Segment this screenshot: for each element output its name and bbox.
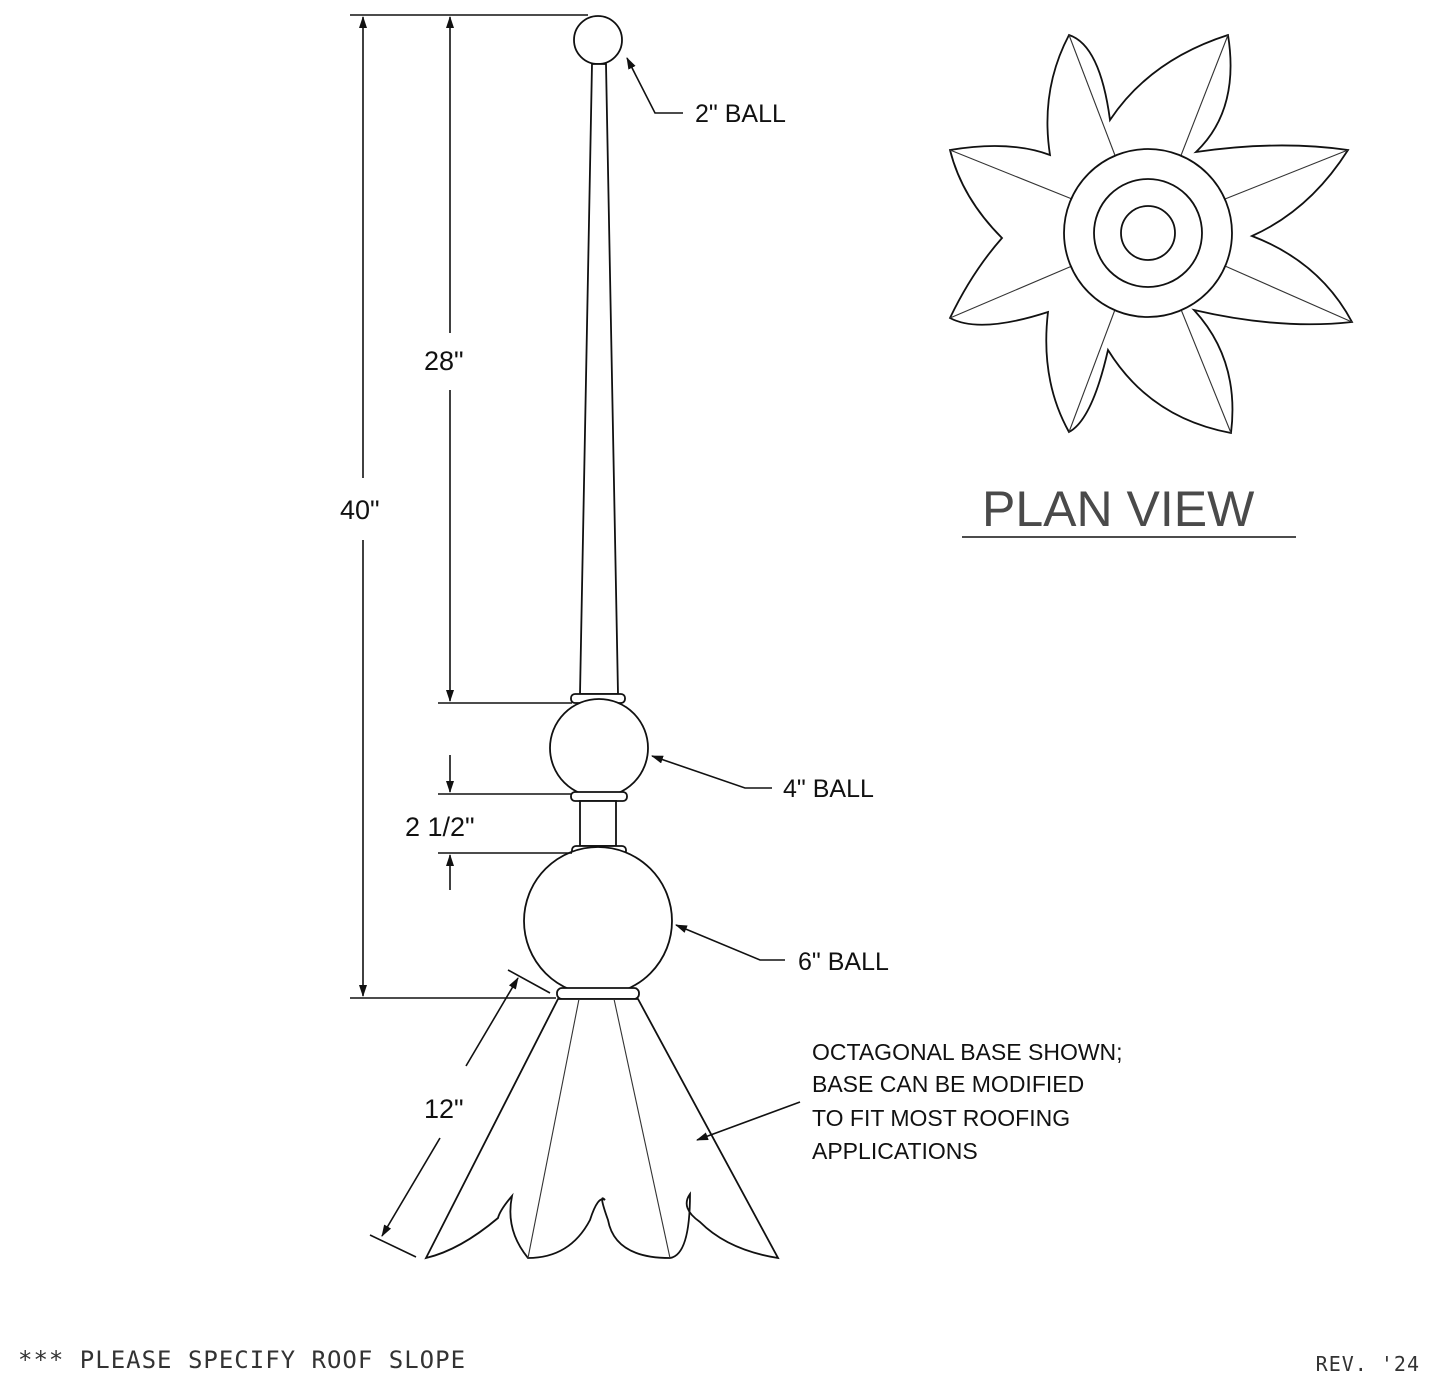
top-ball-leader [626, 57, 683, 114]
base-slope-dimension-line [381, 1137, 441, 1237]
roof-slope-note: *** PLEASE SPECIFY ROOF SLOPE [18, 1346, 467, 1374]
base-slope-dimension-line [465, 977, 519, 1067]
spire-height-label: 28" [424, 346, 464, 376]
plan-facet-line [1224, 149, 1349, 200]
revision-label: REV. '24 [1315, 1352, 1420, 1376]
base-collar-ring [556, 987, 640, 1000]
plan-facet-line [1068, 34, 1117, 159]
finial-elevation [424, 15, 780, 1260]
overall-height-label: 40" [340, 495, 380, 525]
middle-ball-callout: 4" BALL [783, 775, 874, 803]
plan-inner-circle [1120, 205, 1176, 261]
plan-facet-line [1068, 306, 1117, 433]
base-note-leader [696, 1101, 801, 1141]
base-note-line-1: OCTAGONAL BASE SHOWN; [812, 1039, 1123, 1065]
callouts: 2" BALL 4" BALL 6" BALL OCTAGONAL BASE S… [626, 57, 1123, 1164]
middle-collar-ring [570, 791, 628, 802]
base-note-line-2: BASE CAN BE MODIFIED [812, 1071, 1084, 1097]
middle-ball [549, 698, 649, 798]
top-ball-callout: 2" BALL [695, 100, 786, 128]
middle-ball-leader [651, 755, 772, 789]
base-slope-label: 12" [424, 1094, 464, 1124]
dimension-labels: 40" 28" 2 1/2" 12" [340, 346, 475, 1124]
plan-facet-line [1179, 306, 1232, 434]
top-ball [573, 15, 623, 65]
plan-facet-line [949, 265, 1073, 319]
neck [579, 800, 617, 847]
plan-facet-line [949, 149, 1073, 200]
bottom-ball-callout: 6" BALL [798, 948, 889, 976]
collar-height-label: 2 1/2" [405, 812, 475, 842]
base-slope-extension-line [369, 1234, 417, 1258]
plan-facet-line [1179, 34, 1229, 159]
bottom-ball [523, 846, 673, 996]
plan-view-title: PLAN VIEW [982, 481, 1255, 537]
base-facet-line [527, 998, 580, 1259]
plan-facet-line [1224, 265, 1353, 323]
base-facet-line [613, 998, 671, 1259]
base-note-line-3: TO FIT MOST ROOFING [812, 1105, 1070, 1131]
spire [579, 63, 619, 695]
dimension-lines [350, 14, 588, 1258]
plan-view: PLAN VIEW [948, 33, 1354, 538]
base-note-line-4: APPLICATIONS [812, 1138, 978, 1164]
base-slope-extension-line [507, 969, 551, 994]
octagonal-base [424, 998, 780, 1260]
bottom-ball-leader [675, 924, 785, 961]
